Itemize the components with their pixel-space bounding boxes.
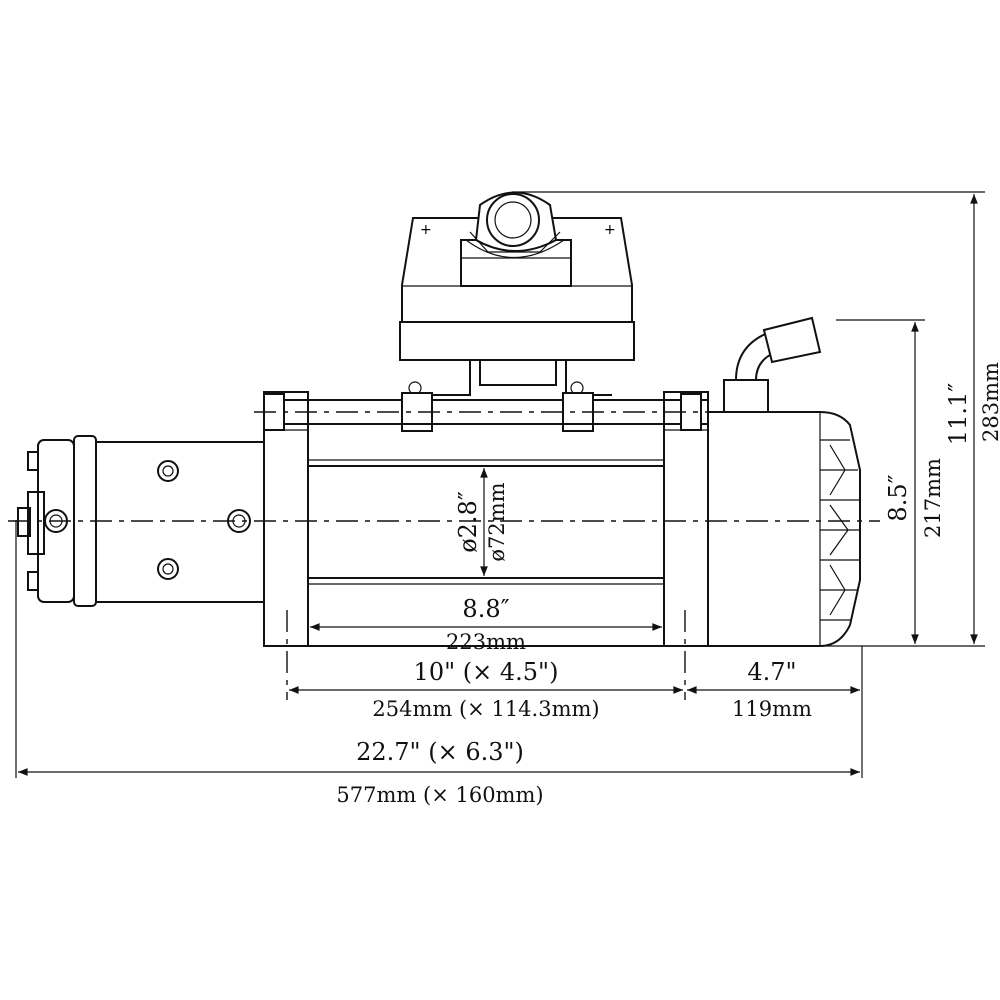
- drum-assembly: [263, 391, 709, 647]
- overall-height-mm: 283mm: [979, 362, 1000, 442]
- gearbox-bolts: [44, 460, 251, 580]
- drum-length-mm: 223mm: [446, 630, 526, 654]
- motor-height-mm: 217mm: [921, 458, 945, 538]
- svg-text:+: +: [420, 222, 432, 238]
- control-box: + +: [399, 191, 635, 396]
- overall-height-in: 11.1″: [944, 383, 972, 445]
- dim-drum-length: 8.8″ 223mm: [310, 595, 663, 654]
- motor: [707, 316, 861, 647]
- mount-length-in: 10" (× 4.5"): [414, 658, 559, 686]
- motor-height-in: 8.5″: [884, 474, 912, 521]
- drum-diameter-mm: ø72mm: [485, 482, 509, 561]
- mount-length-mm: 254mm (× 114.3mm): [372, 697, 599, 721]
- dim-mount-length: 10" (× 4.5") 254mm (× 114.3mm): [289, 658, 684, 721]
- extension-lines: [15, 191, 985, 778]
- overall-length-in: 22.7" (× 6.3"): [356, 738, 524, 766]
- svg-text:+: +: [604, 222, 616, 238]
- motor-length-in: 4.7": [747, 658, 796, 686]
- dim-motor-height: 8.5″ 217mm: [884, 322, 945, 645]
- motor-cable: [723, 316, 822, 413]
- remote-socket: [465, 191, 565, 258]
- dim-overall-height: 11.1″ 283mm: [944, 194, 1000, 645]
- drum-diameter-in: ø2.8″: [454, 491, 482, 553]
- drum-length-in: 8.8″: [462, 595, 509, 623]
- dim-motor-length: 4.7" 119mm: [686, 658, 861, 721]
- dim-overall-length: 22.7" (× 6.3") 577mm (× 160mm): [18, 738, 861, 807]
- motor-length-mm: 119mm: [732, 697, 812, 721]
- dim-drum-diameter: ø2.8″ ø72mm: [454, 468, 509, 577]
- tie-rods: [254, 392, 720, 432]
- overall-length-mm: 577mm (× 160mm): [336, 783, 543, 807]
